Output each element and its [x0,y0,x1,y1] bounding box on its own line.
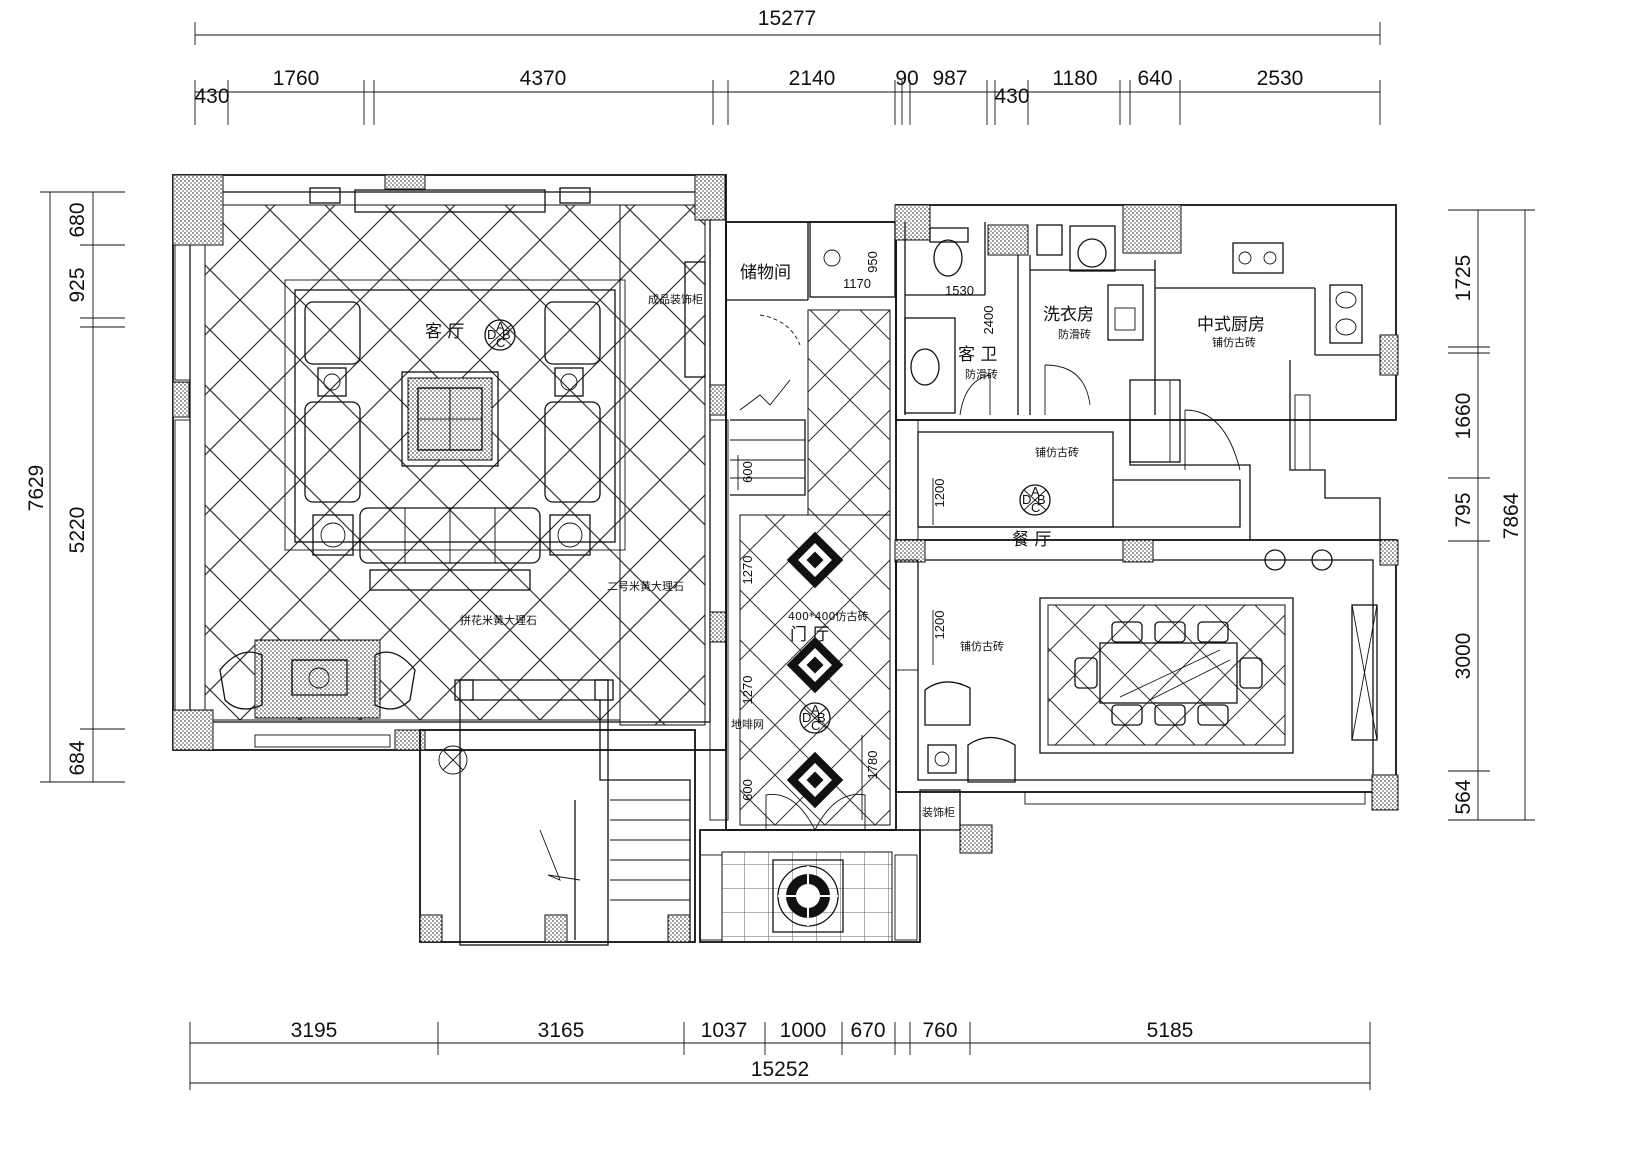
svg-text:A: A [496,319,505,334]
deco-cabinet-note: 装饰柜 [922,805,955,819]
bottom-dim-1: 3195 [291,1019,338,1042]
dining-room-label: 餐 厅 [1012,530,1051,550]
stair-block [419,679,696,946]
bottom-total-dim: 15252 [751,1058,809,1081]
left-dimensions: 7629 680 925 5220 684 [25,191,125,783]
right-dim-5: 564 [1452,779,1475,814]
foyer-area: 储物间 门 厅 400*400仿古砖 地啡网 A [699,221,921,943]
section-marker-dining: A B C D [1019,484,1051,516]
top-dim-5: 90 [895,67,918,90]
svg-text:C: C [496,335,505,350]
living-room: 客 厅 成品装饰柜 二号米黄大理石 拼花米黄大理石 A B C D [172,174,727,751]
top-dim-3: 4370 [520,67,567,90]
laundry-floor-note: 防滑砖 [1058,327,1091,341]
top-total-dim: 15277 [758,7,816,30]
top-dim-1: 430 [194,85,229,108]
living-floor-note: 拼花米黄大理石 [460,613,537,627]
bottom-dimensions: 3195 3165 1037 1000 670 760 5185 15252 [189,1019,1371,1090]
section-marker-foyer: A B C D [799,702,831,734]
svg-text:D: D [1022,492,1031,507]
right-dim-1: 1725 [1452,255,1475,302]
hall-dim-1780: 1780 [865,751,880,780]
dining-floor-top-note: 铺仿古砖 [1035,445,1079,459]
left-dim-3: 5220 [66,507,89,554]
storage-label: 储物间 [740,263,791,283]
right-dim-4: 3000 [1452,633,1475,680]
hall-dim-1270-bottom: 1270 [740,676,755,705]
top-dim-6: 987 [932,67,967,90]
left-total-dim: 7629 [25,465,48,512]
svg-text:C: C [811,718,820,733]
svg-text:B: B [1037,492,1046,507]
kitchen-label: 中式厨房 [1197,315,1265,335]
top-dim-4: 2140 [789,67,836,90]
hall-dim-1270-top: 1270 [740,556,755,585]
bottom-dim-4: 1000 [780,1019,827,1042]
bottom-dim-3: 1037 [701,1019,748,1042]
dining-dim-1200-bottom: 1200 [932,611,947,640]
bottom-dim-2: 3165 [538,1019,585,1042]
svg-text:B: B [817,710,826,725]
foyer-label: 门 厅 [790,625,829,645]
right-dim-3: 795 [1452,492,1475,527]
bottom-dim-5: 670 [850,1019,885,1042]
laundry-label: 洗衣房 [1043,305,1094,325]
svg-text:B: B [502,327,511,342]
right-dimensions: 1725 1660 795 3000 564 7864 [1448,209,1535,821]
svg-text:D: D [487,327,496,342]
bath-dim-2400: 2400 [981,306,996,335]
storage-dim-1170: 1170 [843,276,871,291]
top-dim-10: 2530 [1257,67,1304,90]
svg-text:A: A [811,702,820,717]
svg-text:C: C [1031,500,1040,515]
foyer-tile-note: 400*400仿古砖 [788,609,869,623]
left-dim-4: 684 [66,740,89,775]
dining-floor-note: 铺仿古砖 [960,639,1004,653]
right-dim-2: 1660 [1452,393,1475,440]
guest-bath-label: 客 卫 [958,345,997,365]
foyer-mat-note: 地啡网 [731,718,764,731]
living-room-label: 客 厅 [425,322,464,342]
right-total-dim: 7864 [1500,492,1523,539]
left-dim-2: 925 [66,267,89,302]
bottom-dim-6: 760 [922,1019,957,1042]
section-marker-living: A B C D [484,319,516,351]
top-dim-2: 1760 [273,67,320,90]
bottom-dim-7: 5185 [1147,1019,1194,1042]
top-dimensions: 15277 430 1760 4370 2140 90 987 430 1180… [194,7,1381,125]
top-dim-9: 640 [1137,67,1172,90]
top-dim-7: 430 [994,85,1029,108]
bath-dim-1530: 1530 [945,283,974,298]
marble-border-note: 二号米黄大理石 [607,579,684,593]
kitchen-floor-note: 铺仿古砖 [1212,335,1256,349]
dining-dim-1200-top: 1200 [932,479,947,508]
dining-room: 餐 厅 铺仿古砖 铺仿古砖 装饰柜 A B C D 1200 1200 [894,419,1399,854]
left-dim-1: 680 [66,202,89,237]
svg-text:A: A [1031,484,1040,499]
hall-dim-600-bottom: 600 [740,779,755,801]
service-wing: 客 卫 防滑砖 1530 2400 洗衣房 防滑砖 中式厨房 铺仿古砖 [809,204,1399,540]
hall-dim-600-top: 600 [740,461,755,483]
storage-dim-950: 950 [865,251,880,273]
top-dim-8: 1180 [1052,67,1097,90]
svg-text:D: D [802,710,811,725]
cabinet-note: 成品装饰柜 [648,292,703,306]
bath-floor-note: 防滑砖 [965,367,998,381]
